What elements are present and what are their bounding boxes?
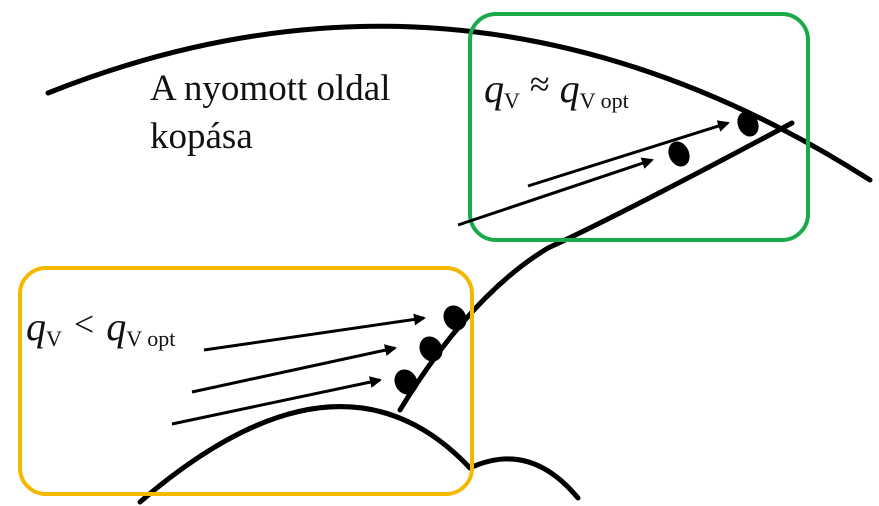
particle — [443, 305, 467, 331]
low-flow-box — [18, 266, 474, 496]
q-opt-subscript: V opt — [126, 326, 175, 351]
q-opt-symbol: q — [106, 304, 126, 349]
q-symbol: q — [484, 66, 504, 111]
q-opt-subscript: V opt — [580, 88, 629, 113]
optimal-flow-arrow-2 — [457, 157, 654, 227]
particle — [737, 111, 759, 137]
outer-casing-curve — [45, 23, 873, 183]
caption-line-1: A nyomott oldal — [150, 68, 391, 109]
optimal-flow-arrow-1 — [527, 120, 730, 188]
less-than-operator: < — [74, 304, 94, 344]
q-opt-symbol: q — [560, 66, 580, 111]
low-flow-arrow-2 — [191, 344, 397, 394]
blade-curve — [397, 120, 795, 413]
particle — [394, 369, 418, 395]
approx-operator: ≈ — [530, 64, 550, 104]
low-flow-arrow-3 — [171, 376, 382, 426]
q-symbol: q — [26, 304, 46, 349]
low-flow-arrow-1 — [203, 313, 426, 352]
hub-curve — [137, 404, 473, 505]
caption-line-2: kopása — [150, 116, 253, 157]
q-subscript: V — [46, 326, 62, 351]
hub-curve-tail — [467, 456, 581, 501]
particle — [419, 336, 443, 362]
particle — [668, 141, 690, 167]
optimal-flow-box — [468, 12, 810, 242]
q-subscript: V — [504, 88, 520, 113]
low-flow-label: qV<qV opt — [26, 304, 175, 351]
optimal-flow-label: qV≈qV opt — [484, 64, 629, 113]
